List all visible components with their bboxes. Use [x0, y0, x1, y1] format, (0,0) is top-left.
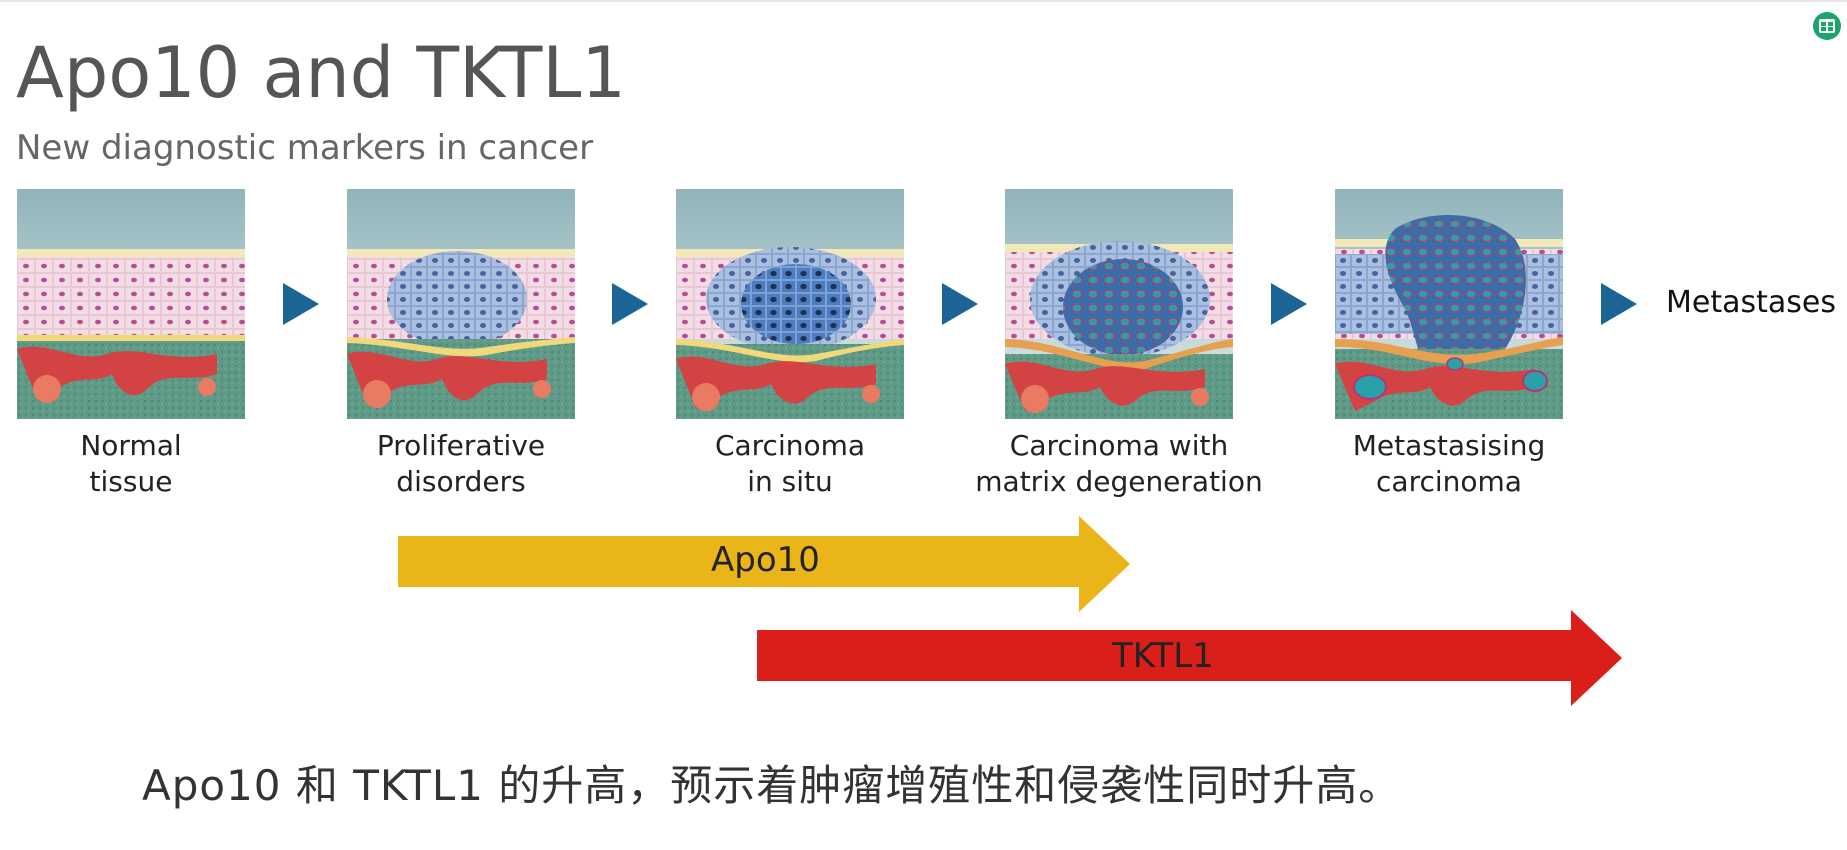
stage-caption-line1: Carcinoma	[714, 429, 866, 462]
top-divider	[0, 0, 1847, 2]
stage-matrix-degeneration-image	[1005, 189, 1233, 419]
stage-proliferative-image	[347, 189, 575, 419]
stage-caption-line1: Normal	[80, 429, 182, 462]
stage-caption: Metastasising carcinoma	[1279, 428, 1619, 500]
page-subtitle: New diagnostic markers in cancer	[16, 128, 594, 168]
stage-caption-line2: tissue	[89, 465, 173, 498]
grid-icon[interactable]	[1813, 12, 1841, 40]
tktl1-band-arrow	[757, 610, 1622, 706]
tktl1-band-label: TKTL1	[1112, 636, 1214, 676]
stage-caption: Proliferative disorders	[291, 428, 631, 500]
footer-note: Apo10 和 TKTL1 的升高，预示着肿瘤增殖性和侵袭性同时升高。	[142, 761, 1402, 810]
stage-metastasising-image	[1335, 189, 1563, 419]
stage-caption-line1: Carcinoma with	[1009, 429, 1229, 462]
stage-caption-line2: matrix degeneration	[975, 465, 1263, 498]
apo10-band-label: Apo10	[711, 540, 820, 580]
stage-normal-tissue-image	[17, 189, 245, 419]
stage-caption: Carcinoma with matrix degeneration	[949, 428, 1289, 500]
stage-caption-line1: Proliferative	[376, 429, 546, 462]
triangle-right-icon	[1601, 283, 1637, 325]
triangle-right-icon	[283, 283, 319, 325]
stage-caption-line2: in situ	[747, 465, 833, 498]
stage-caption-line2: carcinoma	[1376, 465, 1522, 498]
stage-metastases-label: Metastases	[1666, 285, 1836, 320]
stage-caption-line1: Metastasising	[1352, 429, 1546, 462]
stage-carcinoma-in-situ-image	[676, 189, 904, 419]
apo10-band-arrow	[398, 516, 1130, 612]
stage-caption: Normal tissue	[0, 428, 301, 500]
stage-caption-line2: disorders	[396, 465, 526, 498]
triangle-right-icon	[612, 283, 648, 325]
triangle-right-icon	[942, 283, 978, 325]
stage-caption: Carcinoma in situ	[620, 428, 960, 500]
triangle-right-icon	[1271, 283, 1307, 325]
page-title: Apo10 and TKTL1	[16, 32, 626, 114]
